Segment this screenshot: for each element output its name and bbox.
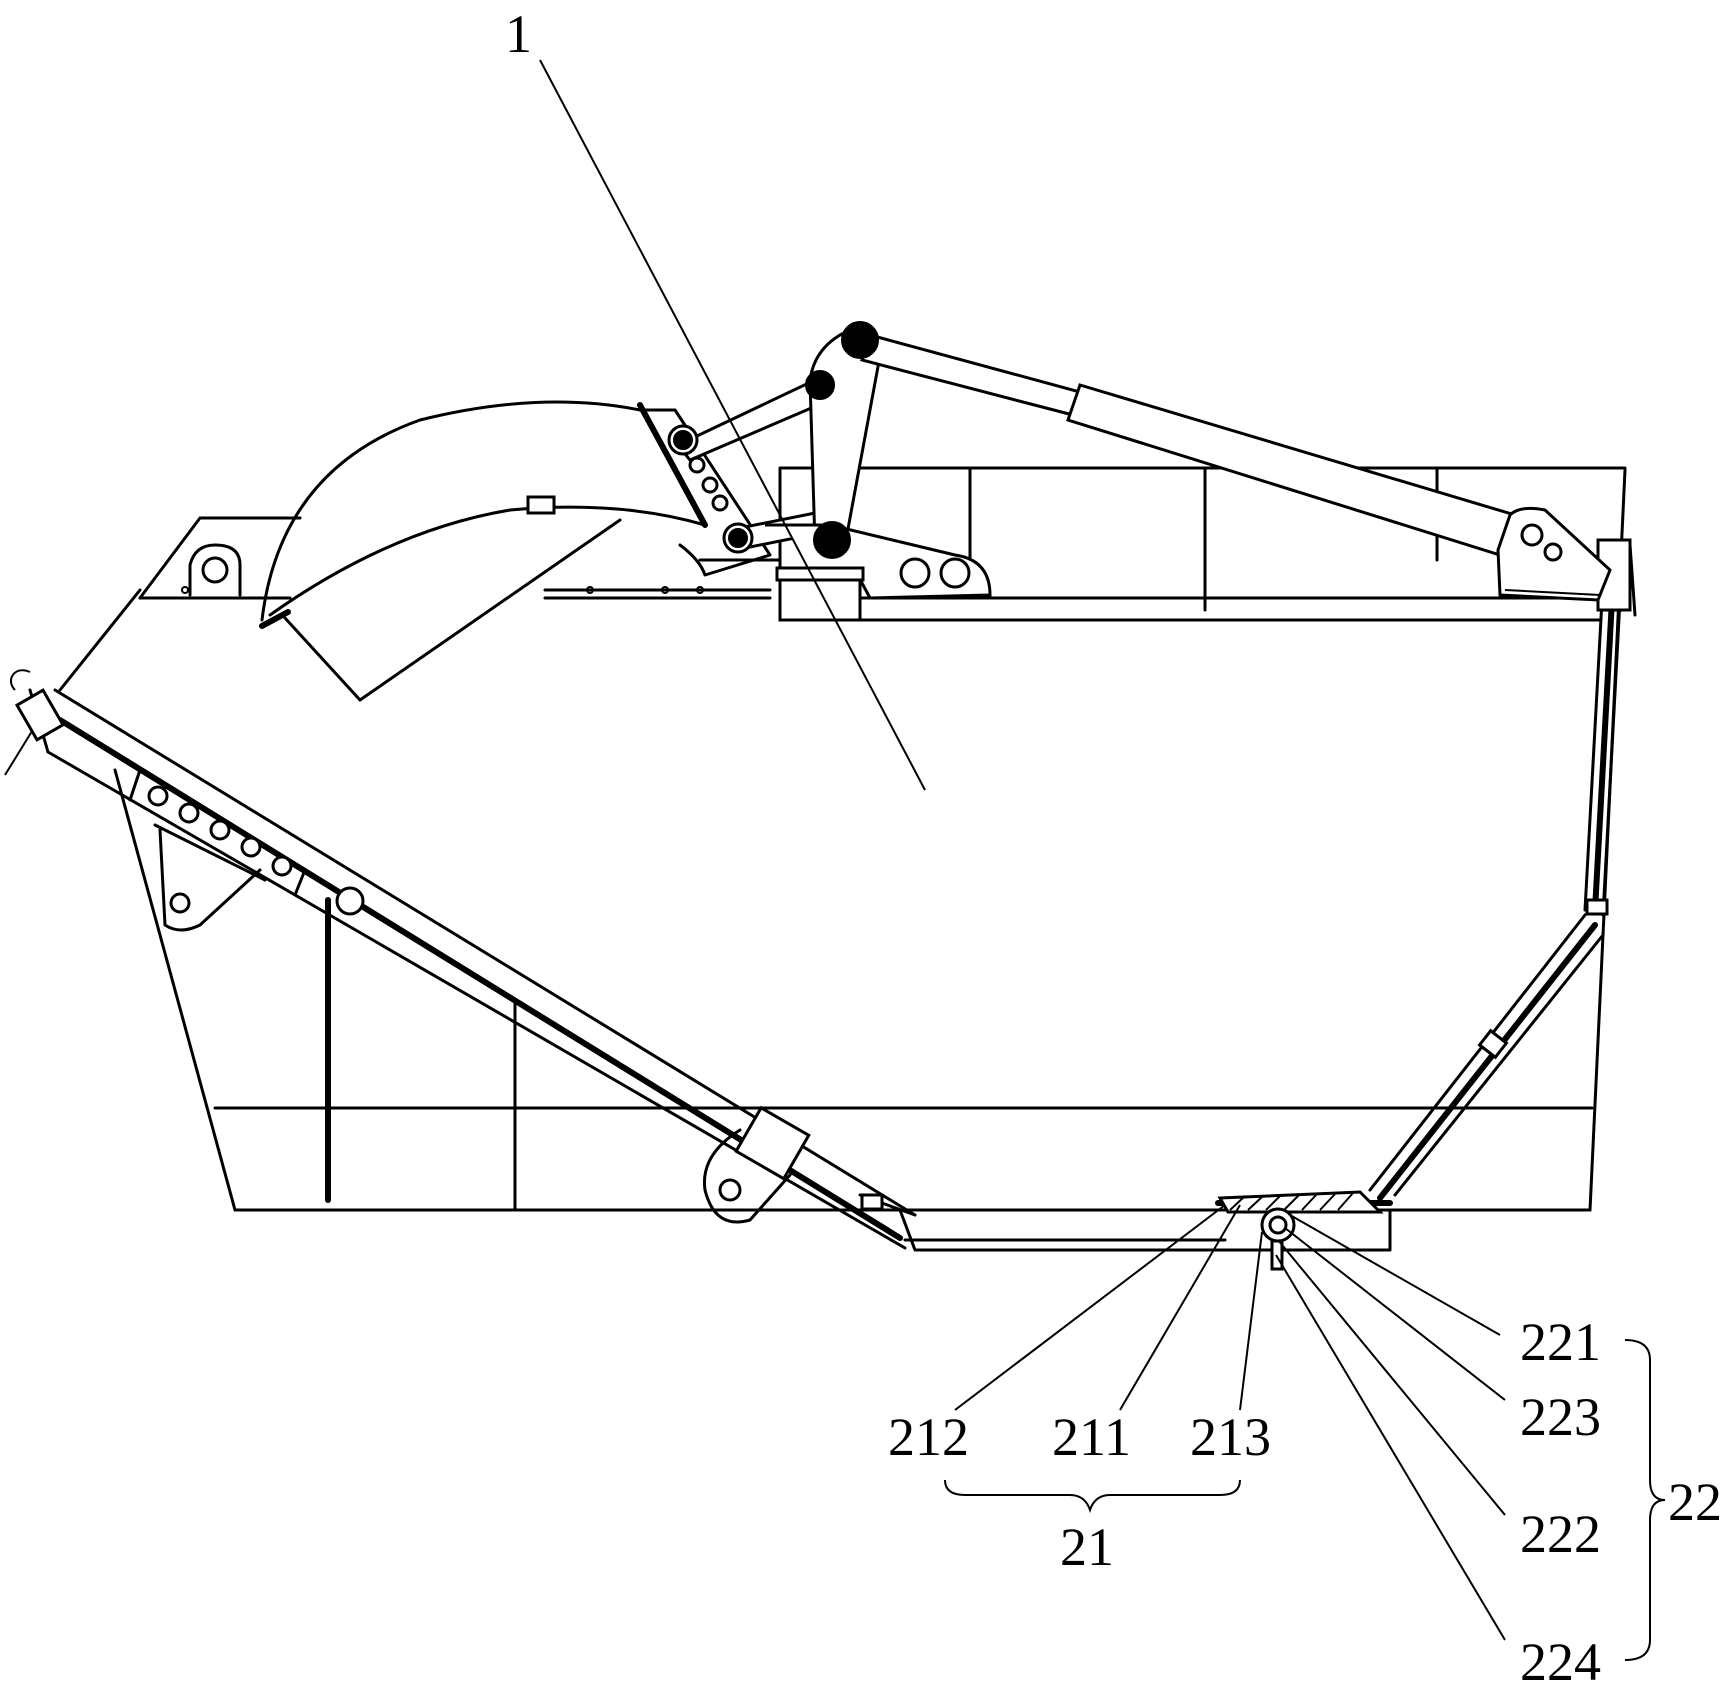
- label-211: 211: [1052, 1407, 1131, 1467]
- front-curved-door: [181, 400, 782, 702]
- label-21: 21: [1060, 1517, 1114, 1577]
- label-221: 221: [1520, 1312, 1601, 1372]
- leader-212: [954, 1204, 1226, 1411]
- brace-22: [1624, 1339, 1666, 1661]
- label-22: 22: [1668, 1472, 1722, 1532]
- leader-1: [539, 59, 926, 791]
- label-222: 222: [1520, 1504, 1601, 1564]
- label-1: 1: [505, 4, 532, 64]
- label-223: 223: [1520, 1387, 1601, 1447]
- leader-221: [1289, 1214, 1501, 1336]
- leader-223: [1284, 1227, 1506, 1401]
- leader-222: [1277, 1239, 1506, 1516]
- leader-213: [1239, 1231, 1263, 1411]
- brace-21: [944, 1479, 1241, 1514]
- leader-224: [1275, 1254, 1506, 1641]
- leader-211: [1119, 1204, 1241, 1411]
- hatched-plate: [1217, 1190, 1384, 1214]
- leader-lines: [539, 59, 1666, 1661]
- linkage-and-cylinder: [667, 321, 1612, 622]
- label-213: 213: [1190, 1407, 1271, 1467]
- left-inclined-arm: [4, 669, 917, 1250]
- label-224: 224: [1520, 1632, 1601, 1686]
- reference-numerals: 1 212 211 213 21 221 223 222 224 22: [505, 4, 1722, 1686]
- label-212: 212: [888, 1407, 969, 1467]
